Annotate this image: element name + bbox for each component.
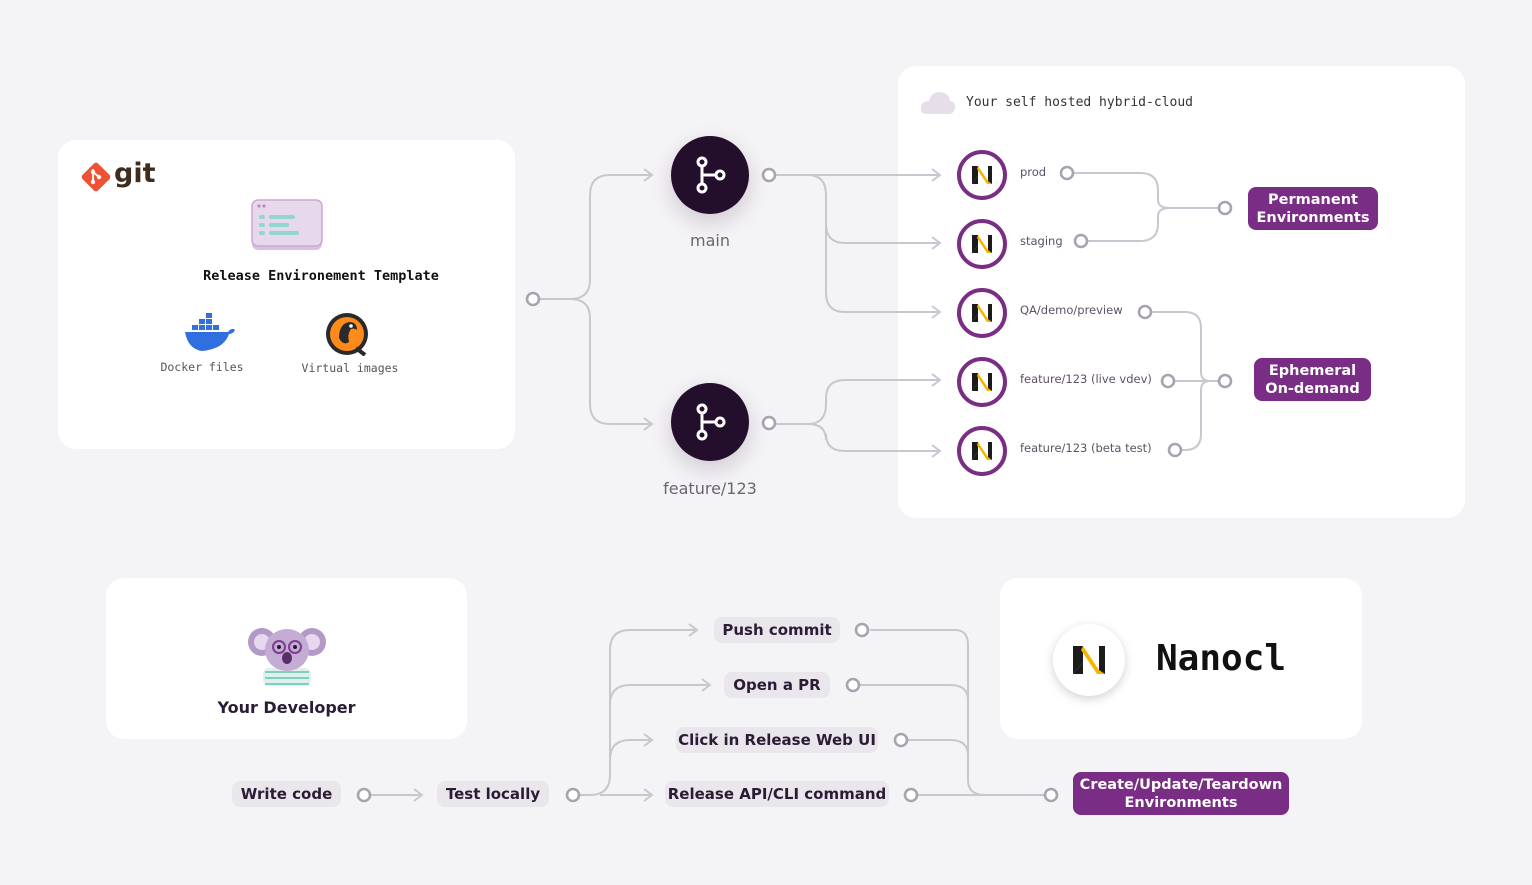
connector-main-to-staging: [807, 174, 938, 244]
git-icon: [81, 162, 111, 192]
developer-label: Your Developer: [217, 698, 356, 717]
connector-push-to-result: [870, 629, 1044, 796]
docker-label: Docker files: [160, 360, 244, 374]
open-pr-action: Open a PR: [724, 672, 830, 698]
endpoint-test: [565, 787, 581, 803]
git-logo-text: git: [114, 158, 156, 189]
template-window-icon: [251, 199, 323, 251]
ephemeral-on-demand-tag: Ephemeral On-demand: [1254, 358, 1371, 401]
endpoint-permanent: [1217, 200, 1233, 216]
connector-test-to-pr: [609, 684, 708, 706]
branch-label-main: main: [690, 231, 730, 250]
connector-feature-to-live: [776, 379, 938, 425]
env-label-beta: feature/123 (beta test): [1020, 441, 1152, 455]
nanocl-node-qa: [957, 288, 1007, 338]
endpoint-webui: [893, 732, 909, 748]
endpoint-beta: [1167, 442, 1183, 458]
git-branch-icon: [696, 403, 726, 441]
git-branch-icon: [696, 156, 726, 194]
git-logo: git: [80, 158, 160, 194]
write-code-step: Write code: [232, 781, 341, 807]
nanocl-node-staging: [957, 219, 1007, 269]
vm-label: Virtual images: [301, 361, 399, 375]
connector-staging-to-permanent: [1088, 207, 1171, 242]
endpoint-pr: [845, 677, 861, 693]
env-label-qa: QA/demo/preview: [1020, 303, 1123, 317]
nanocl-node-beta: [957, 426, 1007, 476]
endpoint-ephemeral: [1217, 373, 1233, 389]
endpoint-prod: [1059, 165, 1075, 181]
endpoint-live: [1160, 373, 1176, 389]
connector-main-to-qa: [825, 224, 938, 313]
endpoint-git-out: [525, 291, 541, 307]
endpoint-qa: [1137, 304, 1153, 320]
connector-test-to-push: [580, 629, 695, 796]
nanocl-icon: [972, 166, 992, 184]
connector-feature-to-beta: [807, 423, 938, 452]
env-label-prod: prod: [1020, 165, 1047, 179]
nanocl-logo-icon: [1053, 624, 1125, 696]
connector-test-to-webui: [609, 739, 650, 761]
env-label-staging: staging: [1020, 234, 1063, 248]
branch-node-feature: [671, 383, 749, 461]
endpoint-api: [903, 787, 919, 803]
nanocl-node-live: [957, 357, 1007, 407]
cloud-title: Your self hosted hybrid-cloud: [966, 95, 1193, 110]
cloud-icon: [919, 88, 957, 116]
connector-prod-to-permanent: [1074, 172, 1218, 209]
nanocl-icon: [972, 442, 992, 460]
nanocl-node-prod: [957, 150, 1007, 200]
git-template-card: [58, 140, 515, 449]
permanent-environments-tag: Permanent Environments: [1248, 187, 1378, 230]
qemu-icon: [325, 312, 369, 357]
branch-node-main: [671, 136, 749, 214]
connector-git-to-feature: [569, 298, 650, 425]
env-label-live: feature/123 (live vdev): [1020, 372, 1152, 386]
endpoint-feature-out: [761, 415, 777, 431]
click-web-ui-action: Click in Release Web UI: [676, 727, 878, 753]
connector-beta-to-ephemeral: [1182, 380, 1211, 451]
connector-pr-to-result: [860, 684, 969, 701]
endpoint-main-out: [761, 167, 777, 183]
create-update-teardown-tag: Create/Update/Teardown Environments: [1073, 772, 1289, 815]
nanocl-icon: [972, 304, 992, 322]
endpoint-staging: [1073, 233, 1089, 249]
branch-label-feature: feature/123: [663, 479, 757, 498]
nanocl-icon: [972, 235, 992, 253]
connector-qa-to-ephemeral: [1152, 311, 1218, 382]
push-commit-action: Push commit: [714, 617, 840, 643]
docker-icon: [184, 313, 236, 353]
koala-avatar: [247, 622, 327, 686]
endpoint-push: [854, 622, 870, 638]
endpoint-result: [1043, 787, 1059, 803]
nanocl-name: Nanocl: [1156, 638, 1287, 679]
connector-webui-to-result: [908, 739, 969, 756]
api-cli-action: Release API/CLI command: [665, 781, 889, 807]
nanocl-icon: [972, 373, 992, 391]
template-title: Release Environement Template: [203, 268, 439, 284]
endpoint-write: [356, 787, 372, 803]
connector-git-to-main: [540, 174, 650, 300]
test-locally-step: Test locally: [437, 781, 549, 807]
